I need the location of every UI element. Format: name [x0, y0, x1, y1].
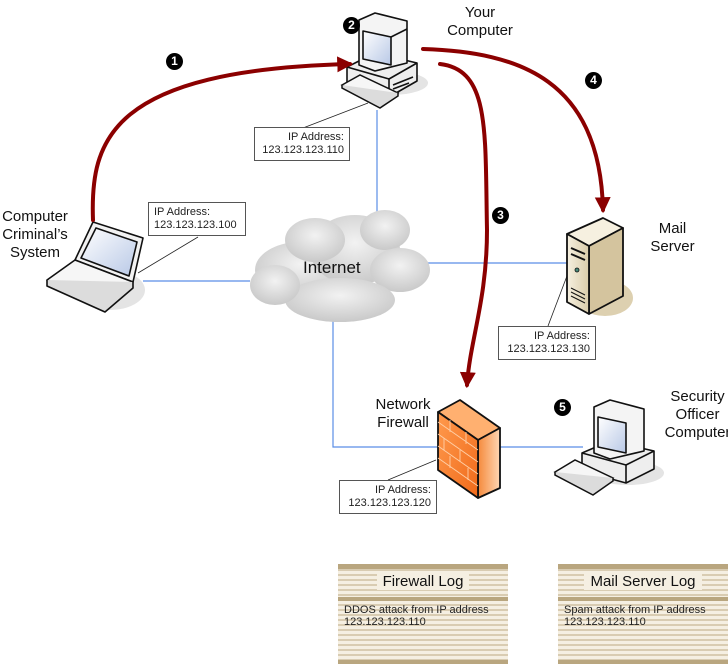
firewall-log: Firewall Log DDOS attack from IP address…	[338, 564, 508, 664]
step-marker-4: 4	[585, 72, 602, 89]
ip-label: IP Address:	[287, 131, 344, 143]
log-title: Firewall Log	[338, 573, 508, 591]
log-band	[338, 564, 508, 569]
laptop-icon	[46, 221, 145, 313]
your-computer-label-line2: Computer	[447, 22, 513, 39]
step-marker-3: 3	[492, 207, 509, 224]
security-officer-label-line2: Officer	[675, 406, 720, 423]
ip-label: IP Address:	[374, 484, 431, 496]
keyboard-icon	[340, 74, 400, 109]
step-marker-2: 2	[343, 17, 360, 34]
cloud-icon	[250, 210, 430, 322]
firewall-label-line1: Network	[375, 396, 431, 413]
log-body: Spam attack from IP address 123.123.123.…	[564, 604, 724, 628]
ip-box-criminal: IP Address: 123.123.123.100	[148, 202, 246, 236]
ip-box-mail-server: IP Address: 123.123.123.130	[498, 326, 596, 360]
attack-arrow-3	[438, 62, 490, 389]
criminal-label-line2: Criminal’s	[2, 226, 68, 243]
log-body: DDOS attack from IP address 123.123.123.…	[344, 604, 504, 628]
your-computer-label: Your Computer	[430, 4, 530, 40]
callout-line-your-computer	[302, 102, 369, 129]
mail-server-label: Mail Server	[640, 220, 705, 256]
step-marker-1: 1	[166, 53, 183, 70]
brick-firewall-icon	[437, 399, 501, 499]
attack-arrow-4	[421, 47, 611, 214]
criminal-label-line1: Computer	[2, 208, 68, 225]
attack-arrows	[90, 47, 611, 389]
mail-server-label-line2: Server	[650, 238, 695, 255]
log-title-text: Mail Server Log	[584, 573, 702, 590]
log-line: 123.123.123.110	[564, 616, 646, 628]
attack-arrow-1	[90, 56, 354, 222]
ip-box-firewall: IP Address: 123.123.123.120	[339, 480, 437, 514]
log-band	[338, 597, 508, 601]
log-band	[558, 564, 728, 569]
security-officer-label: Security Officer Computer	[660, 388, 728, 442]
security-officer-label-line1: Security	[670, 388, 725, 405]
your-computer-label-line1: Your	[464, 4, 496, 21]
ip-label: IP Address:	[533, 330, 590, 342]
log-line: 123.123.123.110	[344, 616, 426, 628]
link-internet-firewall	[332, 320, 440, 448]
ip-value: 123.123.123.120	[348, 497, 431, 509]
log-line: Spam attack from IP address	[564, 604, 706, 616]
criminal-label-line3: System	[9, 244, 60, 261]
keyboard-icon	[553, 459, 615, 496]
mail-server-label-line1: Mail	[658, 220, 687, 237]
network-links	[143, 110, 583, 448]
firewall-label: Network Firewall	[368, 396, 438, 432]
criminal-label: Computer Criminal’s System	[0, 208, 75, 262]
log-band	[338, 660, 508, 664]
mail-server-log: Mail Server Log Spam attack from IP addr…	[558, 564, 728, 664]
log-line: DDOS attack from IP address	[344, 604, 489, 616]
callout-line-firewall	[387, 459, 437, 481]
ip-box-your-computer: IP Address: 123.123.123.110	[254, 127, 350, 161]
log-title: Mail Server Log	[558, 573, 728, 591]
security-officer-label-line3: Computer	[664, 424, 728, 441]
log-title-text: Firewall Log	[376, 573, 470, 590]
security-officer-computer-icon	[581, 399, 664, 485]
internet-label: Internet	[303, 258, 361, 277]
callout-line-criminal	[137, 236, 199, 274]
ip-label: IP Address:	[154, 206, 211, 218]
ip-value: 123.123.123.100	[154, 219, 237, 231]
server-tower-icon	[566, 217, 633, 316]
ip-value: 123.123.123.130	[507, 343, 590, 355]
log-band	[558, 597, 728, 601]
log-band	[558, 660, 728, 664]
firewall-label-line2: Firewall	[377, 414, 429, 431]
ip-value: 123.123.123.110	[262, 144, 344, 156]
step-marker-5: 5	[554, 399, 571, 416]
